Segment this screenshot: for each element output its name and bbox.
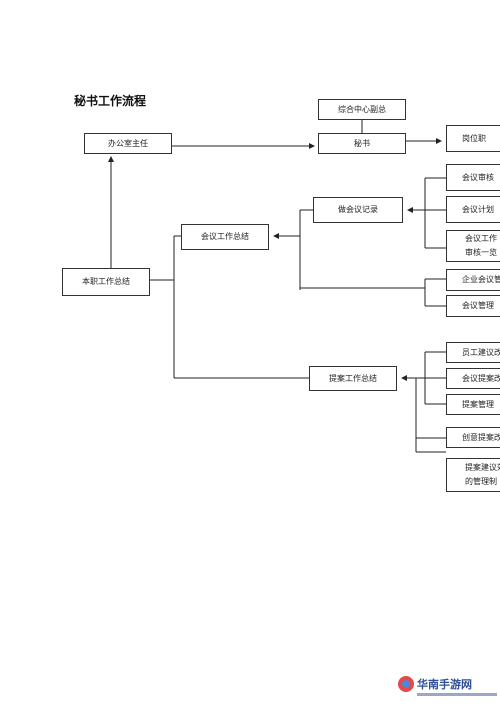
node-enterprise-meeting: 企业会议管: [446, 269, 500, 291]
watermark-logo-icon: [398, 676, 414, 692]
node-meeting-work: 会议工作 审核一览: [446, 230, 500, 262]
node-employee-suggestion: 员工建议改: [446, 342, 500, 363]
node-creative-proposal: 创意提案改: [446, 427, 500, 448]
node-summary: 本职工作总结: [62, 268, 150, 296]
watermark: 华南手游网: [398, 676, 472, 692]
node-job-duty: 岗位职: [446, 125, 500, 152]
node-meeting-work-line2: 审核一览: [465, 248, 497, 257]
node-secretary: 秘书: [318, 133, 406, 154]
page-title: 秘书工作流程: [74, 94, 147, 108]
node-proposal-effect-line1: 提案建议效: [465, 463, 500, 472]
node-meeting-plan: 会议计划: [446, 196, 500, 223]
node-deputy: 综合中心副总: [318, 99, 406, 120]
node-meeting-management: 会议管理: [446, 295, 500, 317]
node-director: 办公室主任: [84, 133, 172, 154]
node-meeting-work-line1: 会议工作: [465, 234, 497, 243]
node-meeting-proposal: 会议提案改: [446, 368, 500, 389]
node-meeting-summary: 会议工作总结: [181, 224, 269, 250]
node-meeting-review: 会议审核: [446, 164, 500, 191]
node-proposal-management: 提案管理: [446, 394, 500, 415]
node-minutes: 做会议记录: [313, 197, 403, 223]
watermark-underline: [417, 693, 497, 696]
watermark-text: 华南手游网: [417, 678, 472, 691]
node-proposal-summary: 提案工作总结: [309, 366, 397, 391]
node-proposal-effect: 提案建议效 的管理制: [446, 458, 500, 492]
node-proposal-effect-line2: 的管理制: [465, 477, 497, 486]
